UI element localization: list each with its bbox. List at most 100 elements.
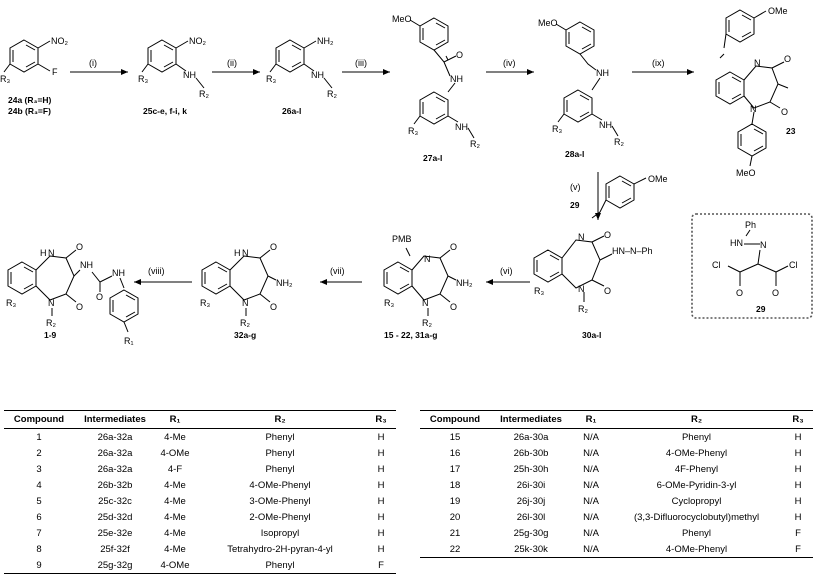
- nitrogen-label: N: [242, 248, 249, 258]
- cell-intermediates: 26l-30l: [516, 511, 546, 523]
- nitrogen-label: N: [424, 254, 431, 264]
- methoxy-label: OMe: [768, 6, 788, 16]
- hn-label: HN: [730, 238, 743, 248]
- structure-27: MeO O NH NH R₂ R₃: [392, 14, 480, 149]
- nh-label: NH: [596, 68, 609, 78]
- r2-label: R₂: [327, 89, 337, 99]
- cell-r2: 4-OMe-Phenyl: [665, 447, 728, 459]
- cell-compound: 15: [449, 431, 461, 443]
- cell-r3: H: [794, 447, 802, 459]
- oxygen-label: O: [270, 302, 277, 312]
- cell-intermediates: 25d-32d: [97, 511, 133, 523]
- cell-intermediates: 25k-30k: [490, 541, 572, 558]
- nitrogen-label: N: [422, 298, 429, 308]
- nitro-label: NO₂: [51, 36, 69, 46]
- compound-24a-label: 24a (R₃=H): [8, 95, 52, 105]
- structure-26: NH₂ NH R₂ R₃: [266, 36, 337, 99]
- cell-r2: 3-OMe-Phenyl: [249, 495, 311, 507]
- compound-24b-label: 24b (R₃=F): [8, 106, 51, 116]
- nitrogen-label: N: [48, 248, 55, 258]
- compounds-table-right: Compound Intermediates R₁ R₂ R₃ 15 26a-30…: [420, 410, 813, 558]
- col-r3: R₃: [783, 410, 813, 429]
- cell-r2: 4-OMe-Phenyl: [249, 479, 311, 491]
- cell-r2: 2-OMe-Phenyl: [249, 511, 311, 523]
- cell-r3: H: [794, 495, 802, 507]
- hydrogen-label: H: [40, 248, 47, 258]
- cell-r2: Phenyl: [681, 527, 712, 539]
- chloro-label: Cl: [789, 260, 798, 270]
- structure-30: OMe N N O O HN–N–Ph R₂ R₃: [533, 174, 668, 314]
- step-iii-label: (iii): [355, 58, 367, 68]
- step-i-label: (i): [89, 58, 97, 68]
- structure-25: NO₂ NH R₂ R₃: [138, 36, 209, 99]
- fluoro-label: F: [52, 67, 58, 77]
- cell-r3: H: [794, 463, 802, 475]
- step-vii-label: (vii): [330, 266, 345, 276]
- nitrogen-label: N: [754, 58, 761, 68]
- cell-intermediates: 26a-32a: [97, 431, 133, 443]
- r3-label: R₃: [408, 126, 418, 136]
- r2-label: R₂: [422, 318, 432, 328]
- cell-r3: H: [794, 511, 802, 523]
- cell-r1: 4-OMe: [156, 557, 194, 574]
- hydrogen-label: H: [234, 248, 241, 258]
- oxygen-label: O: [76, 242, 83, 252]
- cell-r1: 4-Me: [164, 527, 186, 539]
- compound-15-22-label: 15 - 22, 31a-g: [384, 330, 437, 340]
- oxygen-label: O: [604, 230, 611, 240]
- cell-r2: Cyclopropyl: [671, 495, 722, 507]
- r3-label: R₃: [384, 298, 394, 308]
- cell-r3: H: [377, 543, 385, 555]
- compound-26-label: 26a-l: [282, 106, 301, 116]
- cell-r1: 4-OMe: [160, 447, 190, 459]
- cell-compound: 3: [36, 463, 42, 475]
- col-intermediates: Intermediates: [490, 410, 572, 429]
- oxygen-label: O: [772, 288, 779, 298]
- r3-label: R₃: [200, 298, 210, 308]
- oxygen-label: O: [96, 292, 103, 302]
- cell-r1: 4-Me: [164, 431, 186, 443]
- cell-compound: 1: [36, 431, 42, 443]
- cell-r1: N/A: [583, 479, 599, 491]
- cell-intermediates: 26a-30a: [513, 431, 549, 443]
- step-viii-label: (viii): [148, 266, 165, 276]
- cell-r3: H: [377, 447, 385, 459]
- nitrogen-label: N: [760, 240, 767, 250]
- cell-r2: Isopropyl: [260, 527, 300, 539]
- oxygen-label: O: [781, 107, 788, 117]
- cell-intermediates: 25h-30h: [513, 463, 549, 475]
- r2-label: R₂: [240, 318, 250, 328]
- oxygen-label: O: [450, 242, 457, 252]
- cell-r3: H: [794, 479, 802, 491]
- r3-label: R₃: [0, 74, 10, 84]
- structure-29: Ph HN N Cl Cl O O: [712, 220, 798, 298]
- reagent-29-label: 29: [570, 200, 580, 210]
- cell-compound: 7: [36, 527, 42, 539]
- nitrogen-label: N: [242, 298, 249, 308]
- cell-r1: N/A: [583, 431, 599, 443]
- cell-r2: Phenyl: [681, 431, 712, 443]
- step-ix-label: (ix): [652, 58, 665, 68]
- methoxy-label: MeO: [392, 14, 412, 24]
- r2-label: R₂: [470, 139, 480, 149]
- cell-compound: 16: [449, 447, 461, 459]
- col-compound: Compound: [420, 410, 490, 429]
- structure-24: NO₂ F R₃: [0, 36, 69, 84]
- cell-r1: 4-Me: [164, 479, 186, 491]
- cell-intermediates: 25f-32f: [100, 543, 130, 555]
- cell-intermediates: 26b-32b: [97, 479, 133, 491]
- nh-label: NH: [80, 260, 93, 270]
- col-intermediates: Intermediates: [74, 410, 156, 429]
- table-header-row: Compound Intermediates R₁ R₂ R₃: [420, 410, 813, 429]
- compound-28-label: 28a-l: [565, 149, 584, 159]
- cell-r3: F: [795, 527, 801, 539]
- cell-r2: Phenyl: [265, 447, 295, 459]
- oxygen-label: O: [736, 288, 743, 298]
- reaction-scheme: NO₂ F R₃ 24a (R₃=H) 24b (R₃=F) (i) NO₂ N…: [0, 6, 813, 346]
